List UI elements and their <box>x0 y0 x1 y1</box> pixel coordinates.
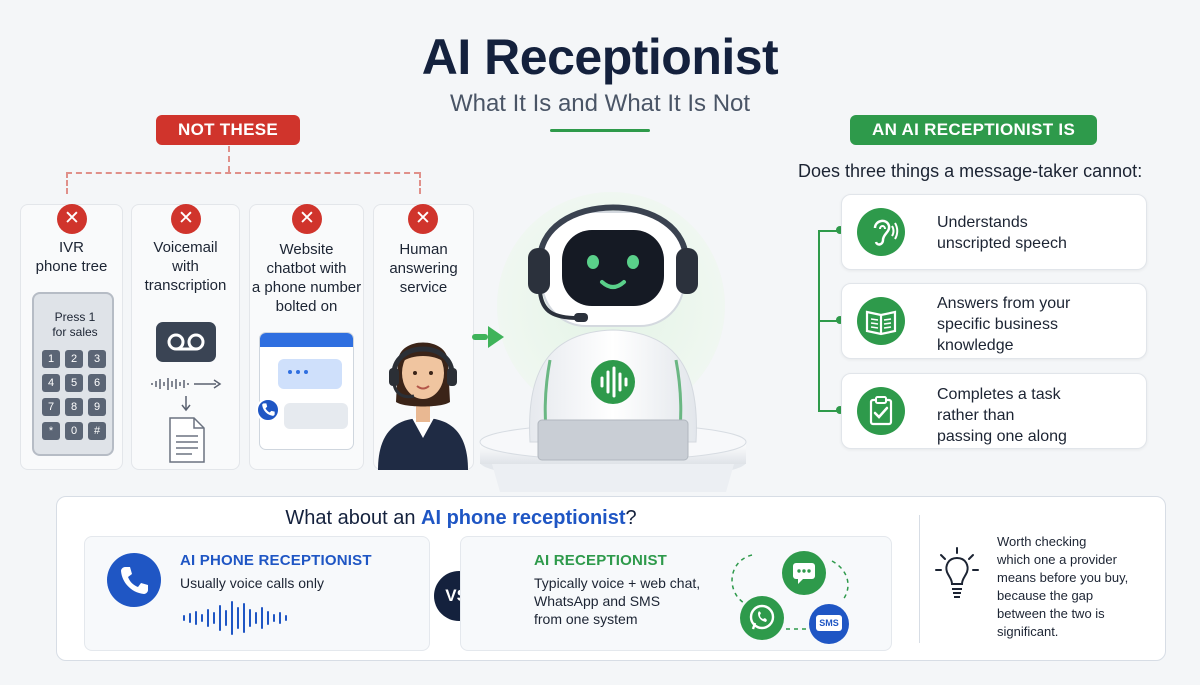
not-card-label: IVR phone tree <box>35 239 108 275</box>
connector-line <box>228 146 230 172</box>
keypad-key: 3 <box>88 350 106 368</box>
bracket-line <box>818 410 840 412</box>
ai-receptionist-is-pill: AN AI RECEPTIONIST IS <box>850 115 1098 145</box>
connector-line <box>66 172 420 174</box>
keypad-key: 6 <box>88 374 106 392</box>
is-item-text: Answers from your specific business know… <box>937 295 1071 354</box>
sms-icon: SMS <box>809 604 849 644</box>
keypad-key: 5 <box>65 374 83 392</box>
voicemail-icon <box>156 322 216 362</box>
ai-receptionist-heading: AI RECEPTIONIST <box>534 552 668 569</box>
connector-line <box>66 172 68 194</box>
not-card-label: Human answering service <box>389 241 458 296</box>
lightbulb-icon <box>935 546 979 609</box>
arrow-right-icon <box>488 326 504 348</box>
not-these-pill: NOT THESE <box>156 115 300 145</box>
comparison-question: What about an AI phone receptionist? <box>285 507 637 529</box>
bracket-dot <box>836 316 844 324</box>
phone-icon <box>107 553 161 607</box>
keypad-key: 0 <box>65 422 83 440</box>
keypad-key: 7 <box>42 398 60 416</box>
bracket-dot <box>836 406 844 414</box>
phone-icon <box>256 398 280 422</box>
document-icon <box>168 416 206 469</box>
clipboard-check-icon <box>857 387 905 435</box>
not-card-label: Voicemail with transcription <box>144 239 227 294</box>
bracket-line <box>818 230 840 232</box>
whatsapp-icon <box>740 596 784 640</box>
sms-label: SMS <box>816 615 842 631</box>
keypad-key: * <box>42 422 60 440</box>
ear-icon <box>857 208 905 256</box>
keypad-text: Press 1 for sales <box>52 310 98 339</box>
waveform-icon <box>150 376 226 397</box>
panel-divider <box>919 515 920 643</box>
bracket-dot <box>836 226 844 234</box>
keypad-key: 8 <box>65 398 83 416</box>
chat-bubble-icon <box>782 551 826 595</box>
is-item-text: Completes a task rather than passing one… <box>937 386 1067 445</box>
is-item-text: Understands unscripted speech <box>937 214 1067 252</box>
waveform-icon <box>180 598 320 643</box>
phone-receptionist-text: Usually voice calls only <box>180 575 324 591</box>
x-icon: ✕ <box>171 204 201 234</box>
subtitle-underline <box>550 129 650 132</box>
x-icon: ✕ <box>292 204 322 234</box>
arrow-right-icon <box>472 334 488 340</box>
connector-line <box>419 172 421 194</box>
note-text: Worth checking which one a provider mean… <box>997 534 1129 639</box>
not-card-label: Website chatbot with a phone number bolt… <box>251 241 362 315</box>
chat-window-illustration <box>259 332 354 450</box>
agent-headset-illustration <box>372 318 474 475</box>
keypad-key: 9 <box>88 398 106 416</box>
book-icon <box>857 297 905 345</box>
intro-text: Does three things a message-taker cannot… <box>798 161 1143 181</box>
robot-receptionist-illustration <box>478 192 748 502</box>
phone-receptionist-heading: AI PHONE RECEPTIONIST <box>180 552 372 569</box>
x-icon: ✕ <box>57 204 87 234</box>
keypad-key: 4 <box>42 374 60 392</box>
channel-connector <box>722 545 862 650</box>
keypad-key: # <box>88 422 106 440</box>
keypad-key: 2 <box>65 350 83 368</box>
page-title: AI Receptionist <box>421 29 779 85</box>
bracket-line <box>818 320 840 322</box>
keypad-illustration: Press 1 for sales 1 2 3 4 5 6 7 8 9 * 0 … <box>32 292 114 456</box>
ai-receptionist-text: Typically voice + web chat, WhatsApp and… <box>534 575 701 627</box>
arrow-down-icon <box>180 396 192 417</box>
x-icon: ✕ <box>408 204 438 234</box>
page-subtitle: What It Is and What It Is Not <box>449 90 751 117</box>
keypad-key: 1 <box>42 350 60 368</box>
